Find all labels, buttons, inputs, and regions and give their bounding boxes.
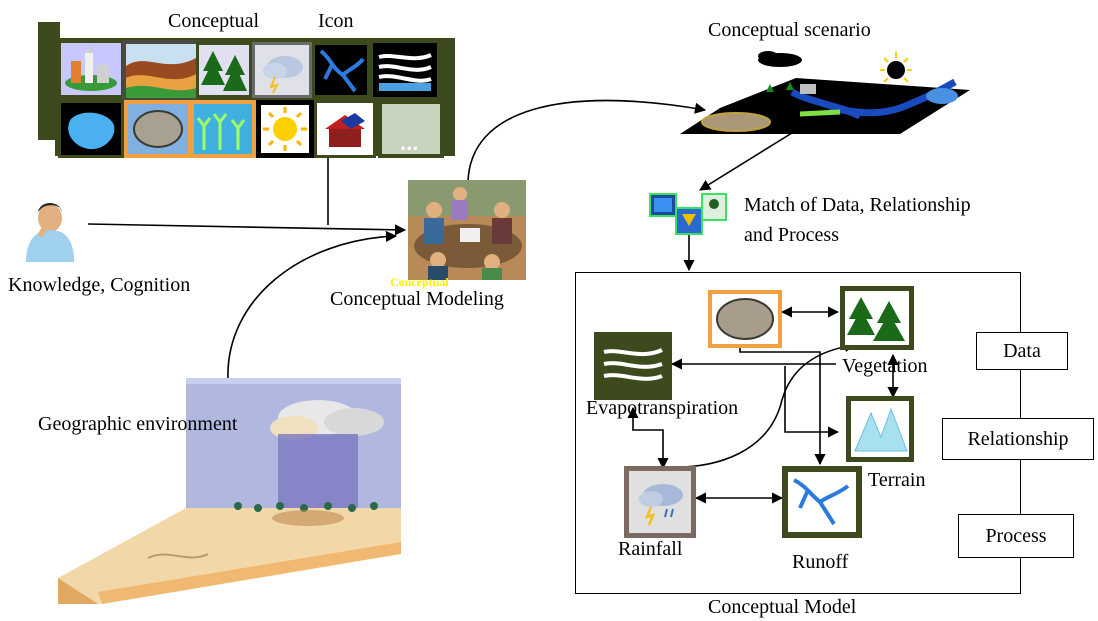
modeling-meeting-image xyxy=(408,180,526,280)
evapo-rainfall-arrow xyxy=(627,406,669,470)
wetland-plants-icon xyxy=(190,100,256,158)
geographic-environment-image xyxy=(58,378,403,604)
legend-process: Process xyxy=(958,514,1074,558)
scenario-title: Conceptual scenario xyxy=(708,19,871,41)
modeling-to-scenario-arc xyxy=(467,99,707,183)
terrace-icon xyxy=(370,40,440,100)
sun-icon xyxy=(256,100,314,158)
lake-icon xyxy=(58,100,124,158)
vegetation-label: Vegetation xyxy=(842,355,928,377)
model-soil-icon xyxy=(708,290,782,348)
legend-data: Data xyxy=(976,332,1068,370)
knowledge-label: Knowledge, Cognition xyxy=(8,274,191,296)
modeling-label: Conceptual Modeling xyxy=(330,288,504,310)
runoff-label: Runoff xyxy=(792,551,849,573)
trees-icon xyxy=(196,42,252,98)
model-runoff-icon xyxy=(782,466,862,538)
terrain-label: Terrain xyxy=(868,469,926,491)
palette-title-conceptual: Conceptual xyxy=(168,10,260,32)
evapotranspiration-label: Evapotranspiration xyxy=(586,397,739,419)
match-label-line2: and Process xyxy=(744,224,839,246)
soil-to-runoff-arrow xyxy=(739,348,826,466)
river-icon xyxy=(312,42,370,98)
modeling-overlay-label: Conceptual xyxy=(390,275,449,289)
knowledge-arrow xyxy=(87,223,407,236)
model-terrain-icon xyxy=(846,396,914,462)
house-icon xyxy=(314,100,376,158)
environment-arc xyxy=(227,230,398,381)
palette-title-icon: Icon xyxy=(318,10,354,32)
model-evapotranspiration-icon xyxy=(594,332,672,400)
scenario-to-match-arrow xyxy=(699,127,801,191)
city-icon xyxy=(58,40,124,98)
ellipsis-label: ... xyxy=(400,130,419,155)
storm-cloud-icon xyxy=(252,42,312,98)
rainfall-label: Rainfall xyxy=(618,538,683,560)
match-label-line1: Match of Data, Relationship xyxy=(744,194,971,216)
scenario-map-image xyxy=(680,42,970,134)
legend-relationship: Relationship xyxy=(942,418,1094,460)
rainfall-vegetation-arc xyxy=(661,340,857,469)
geographic-label: Geographic environment xyxy=(38,413,238,435)
model-caption: Conceptual Model xyxy=(708,596,857,618)
model-rainfall-icon xyxy=(624,466,696,538)
more-icons-tile[interactable]: ... xyxy=(378,100,444,158)
match-computers-icon xyxy=(648,188,730,236)
thinking-person-icon xyxy=(16,198,80,262)
hills-icon xyxy=(122,40,200,102)
palette-back-panel xyxy=(38,22,60,140)
soil-icon xyxy=(124,100,192,158)
model-vegetation-icon xyxy=(840,286,914,350)
